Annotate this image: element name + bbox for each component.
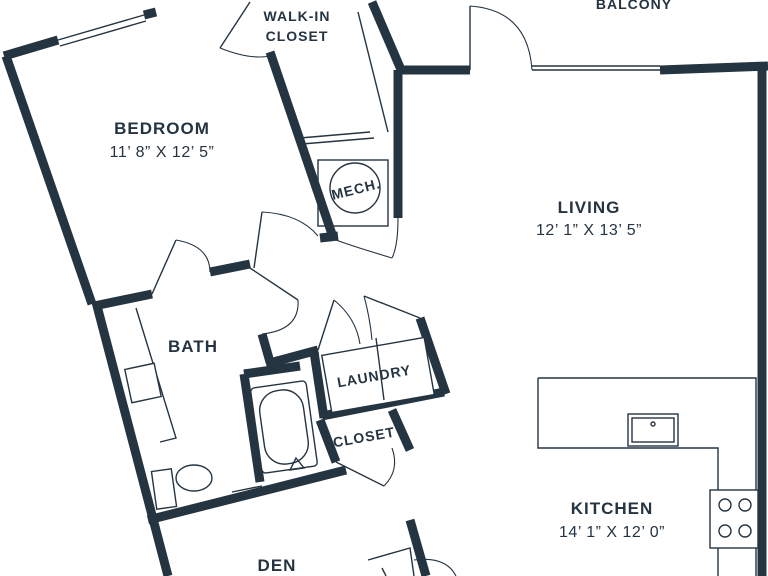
den-label: DEN xyxy=(258,556,297,575)
bath-label: BATH xyxy=(168,337,218,356)
living-label: LIVING xyxy=(558,198,621,217)
kitchen-label: KITCHEN xyxy=(571,499,654,518)
room-labels: BALCONY WALK-IN CLOSET BEDROOM 11’ 8” X … xyxy=(110,0,672,575)
kitchen-dimensions: 14’ 1” X 12’ 0” xyxy=(559,524,665,541)
closet-label: CLOSET xyxy=(332,424,397,451)
bedroom-dimensions: 11’ 8” X 12’ 5” xyxy=(110,144,215,161)
walk-in-closet-label-line1: WALK-IN xyxy=(264,8,331,24)
walk-in-closet-label-line2: CLOSET xyxy=(266,28,329,44)
interior-lines xyxy=(57,11,759,576)
doors xyxy=(151,1,533,576)
mech-label: MECH. xyxy=(330,175,383,203)
living-dimensions: 12’ 1” X 13’ 5” xyxy=(536,222,642,239)
balcony-label: BALCONY xyxy=(596,0,672,12)
bedroom-label: BEDROOM xyxy=(114,119,210,138)
